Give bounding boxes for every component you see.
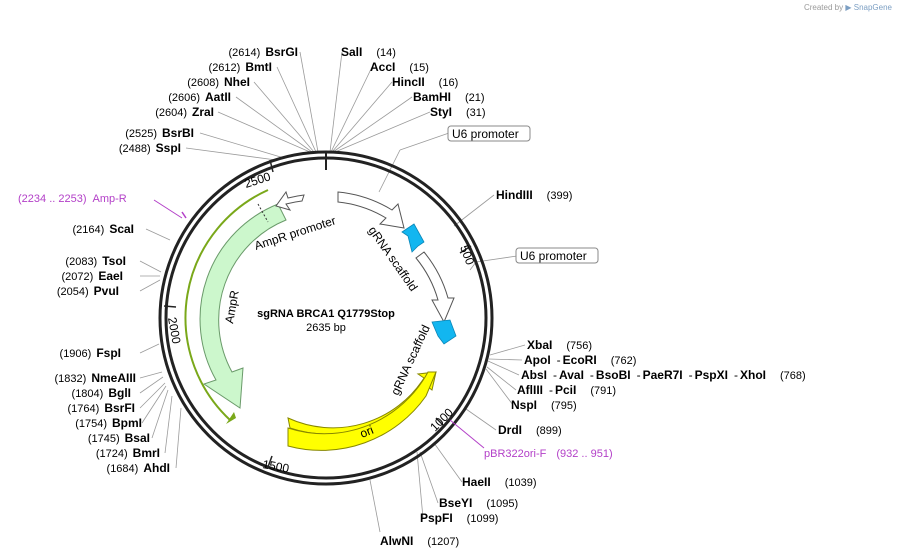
site-xbai[interactable]: XbaI(756) <box>527 338 592 352</box>
site-bpmi[interactable]: (1754)BpmI <box>75 416 142 430</box>
site-bsrfi[interactable]: (1764)BsrFI <box>68 401 135 415</box>
plasmid-name: sgRNA BRCA1 Q1779Stop <box>257 308 395 320</box>
amp-r-primer-label[interactable]: (2234 .. 2253)Amp-R <box>18 193 127 205</box>
grna-target-arrow-2[interactable] <box>431 319 457 345</box>
tick-label-500: 500 <box>457 243 477 267</box>
u6-label-box-1[interactable]: U6 promoter <box>447 125 531 142</box>
amp-r-primer-marker <box>153 199 183 219</box>
credit-prefix: Created by <box>803 3 844 12</box>
site-sali[interactable]: SalI(14) <box>341 45 396 59</box>
ampr-label: AmpR <box>222 289 242 325</box>
snapgene-credit: Created by ▶ SnapGene <box>804 3 892 12</box>
site-pvui[interactable]: (2054)PvuI <box>57 284 119 298</box>
position-ticks <box>163 159 472 468</box>
site-bmti[interactable]: (2612)BmtI <box>209 60 272 74</box>
u6-label-box-2[interactable]: U6 promoter <box>515 247 599 264</box>
site-haeii[interactable]: HaeII(1039) <box>462 475 536 489</box>
site-ahdi[interactable]: (1684)AhdI <box>107 461 170 475</box>
u6-promoter-feature-2[interactable] <box>415 251 455 324</box>
grna-target-arrow-1[interactable] <box>401 223 425 253</box>
credit-brand: SnapGene <box>853 3 892 12</box>
left-site-labels: (2614)BsrGI (2612)BmtI (2608)NheI (2606)… <box>55 45 298 475</box>
site-group-afliii[interactable]: AflIII-PciI(791) <box>517 383 616 397</box>
site-bsrbi[interactable]: (2525)BsrBI <box>125 126 194 140</box>
site-fspi[interactable]: (1906)FspI <box>60 346 121 360</box>
site-pspfi[interactable]: PspFI(1099) <box>420 511 498 525</box>
site-zrai[interactable]: (2604)ZraI <box>155 105 214 119</box>
site-eaei[interactable]: (2072)EaeI <box>62 269 123 283</box>
ampr-promoter-feature[interactable] <box>275 190 305 211</box>
ori-feature-body <box>287 371 437 451</box>
site-bsrgi[interactable]: (2614)BsrGI <box>229 45 298 59</box>
site-aatii[interactable]: (2606)AatII <box>168 90 231 104</box>
snapgene-logo-icon: ▶ <box>845 3 852 12</box>
site-group-absi[interactable]: AbsI-AvaI-BsoBI-PaeR7I-PspXI-XhoI(768) <box>521 368 806 382</box>
svg-text:(2234 .. 2253)Amp-R: (2234 .. 2253)Amp-R <box>18 193 127 205</box>
site-nmeaiii[interactable]: (1832)NmeAIII <box>55 371 136 385</box>
site-bamhi[interactable]: BamHI(21) <box>413 90 485 104</box>
u6-label-1: U6 promoter <box>452 127 519 141</box>
site-sspi[interactable]: (2488)SspI <box>119 141 181 155</box>
amp-r-primer-arrowhead <box>226 412 236 424</box>
u6-promoter-feature[interactable] <box>337 191 405 229</box>
site-drdi[interactable]: DrdI(899) <box>498 423 562 437</box>
site-alwni[interactable]: AlwNI(1207) <box>380 534 459 548</box>
site-group-apoi[interactable]: ApoI-EcoRI(762) <box>524 353 636 367</box>
pbr322ori-f-primer-label[interactable]: pBR322ori-F(932 .. 951) <box>484 448 613 460</box>
site-leader-lines <box>139 51 526 533</box>
site-scai[interactable]: (2164)ScaI <box>73 222 134 236</box>
site-bgli[interactable]: (1804)BglI <box>72 386 131 400</box>
ampr-feature[interactable] <box>199 203 287 409</box>
site-styi[interactable]: StyI(31) <box>430 105 486 119</box>
site-group-nspi[interactable]: NspI(795) <box>511 398 577 412</box>
amp-r-primer-tick <box>181 211 187 219</box>
tick-label-1500: 1500 <box>261 457 290 475</box>
site-bsai[interactable]: (1745)BsaI <box>88 431 150 445</box>
plasmid-size: 2635 bp <box>306 322 346 334</box>
tick-label-2000: 2000 <box>165 316 183 345</box>
u6-label-2: U6 promoter <box>520 249 587 263</box>
svg-text:pBR322ori-F(932 .. 951): pBR322ori-F(932 .. 951) <box>484 448 613 460</box>
amp-r-primer-line <box>184 189 269 421</box>
site-tsoi[interactable]: (2083)TsoI <box>65 254 126 268</box>
site-acci[interactable]: AccI(15) <box>370 60 429 74</box>
site-hindiii[interactable]: HindIII(399) <box>496 188 572 202</box>
site-bmri[interactable]: (1724)BmrI <box>96 446 160 460</box>
site-nhei[interactable]: (2608)NheI <box>187 75 250 89</box>
site-hincii[interactable]: HincII(16) <box>392 75 458 89</box>
ampr-dotted-divider <box>257 203 269 223</box>
right-site-labels: SalI(14) AccI(15) HincII(16) BamHI(21) S… <box>341 45 806 548</box>
site-bseyi[interactable]: BseYI(1095) <box>439 496 518 510</box>
ori-label: ori <box>358 423 376 441</box>
pbr322ori-f-marker <box>449 419 485 449</box>
